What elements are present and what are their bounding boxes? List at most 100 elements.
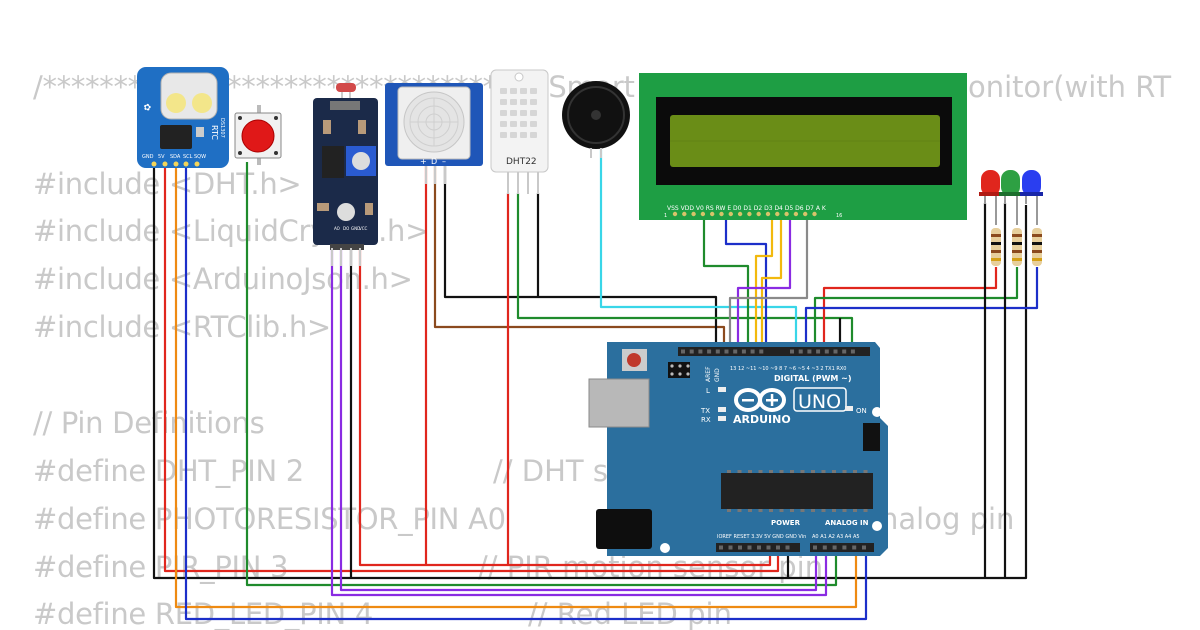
rtc-pin-scl: SCL: [183, 154, 193, 160]
header-pin[interactable]: [862, 545, 866, 550]
buzzer[interactable]: [562, 81, 630, 158]
pir-motion-sensor[interactable]: + D –: [385, 83, 483, 184]
wire-buzzer-signal[interactable]: [599, 150, 798, 345]
header-pin[interactable]: [833, 349, 838, 354]
code-comment-photoresistor: nalog pin: [880, 502, 1015, 536]
arduino-logo: [734, 388, 786, 412]
header-pin[interactable]: [766, 545, 771, 550]
lcd-pin[interactable]: [812, 211, 817, 217]
resistor-blue-led[interactable]: [1032, 228, 1042, 266]
wire-lcd-d7[interactable]: [728, 213, 809, 345]
power-pin-labels: IOREF RESET 3.3V 5V GND GND Vin: [717, 534, 806, 540]
header-pin[interactable]: [741, 349, 746, 354]
photoresistor-module[interactable]: AO DO GND VCC: [313, 83, 378, 266]
wire-green-led[interactable]: [813, 267, 1019, 345]
wire-pir-gnd[interactable]: [443, 166, 718, 345]
header-pin[interactable]: [832, 545, 837, 550]
wire-blue-led[interactable]: [804, 267, 1039, 345]
header-pin[interactable]: [724, 349, 729, 354]
wire-lcd-d6[interactable]: [736, 213, 792, 345]
lcd-display[interactable]: VSS VDD V0 RS RW E D0 D1 D2 D3 D4 D5 D6 …: [639, 73, 967, 220]
wire-ldr-do[interactable]: [330, 248, 828, 597]
header-pin[interactable]: [759, 349, 764, 354]
header-pin[interactable]: [852, 545, 857, 550]
chip-pin: [737, 509, 742, 512]
header-pin[interactable]: [689, 349, 694, 354]
push-button[interactable]: [234, 105, 282, 165]
wire-dht-data[interactable]: [516, 193, 854, 345]
header-pin[interactable]: [790, 349, 794, 354]
header-pin[interactable]: [816, 349, 821, 354]
wire-pir-d[interactable]: [433, 166, 726, 345]
power-label: POWER: [771, 519, 801, 527]
lcd-pin[interactable]: [793, 211, 799, 217]
arduino-uno[interactable]: UNO ARDUINO DIGITAL (PWM ~) ON L TX RX P…: [588, 342, 888, 556]
header-pin[interactable]: [813, 545, 817, 550]
wire-button[interactable]: [245, 162, 838, 587]
lcd-pin[interactable]: [682, 211, 687, 217]
header-pin[interactable]: [733, 349, 738, 354]
header-pin[interactable]: [824, 349, 829, 354]
header-pin[interactable]: [776, 545, 780, 550]
header-pin[interactable]: [807, 349, 812, 354]
header-pin[interactable]: [681, 349, 685, 354]
header-pin[interactable]: [707, 349, 712, 354]
chip-pin: [748, 470, 752, 473]
header-pin[interactable]: [750, 349, 755, 354]
header-pin[interactable]: [698, 349, 703, 354]
chip-pin: [779, 509, 784, 512]
chip-pin: [842, 509, 847, 512]
gnd-label: GND: [714, 368, 721, 382]
lcd-pin[interactable]: [784, 211, 789, 217]
header-pin[interactable]: [757, 545, 761, 550]
dht22-sensor[interactable]: DHT22: [490, 69, 549, 194]
rtc-module[interactable]: ✿ RTC DS1307 GND 5V SDA SCL SQW: [137, 67, 229, 168]
resistor-red-led[interactable]: [991, 228, 1001, 266]
header-pin[interactable]: [822, 545, 827, 550]
lcd-pin[interactable]: [747, 211, 752, 217]
resistor-green-led[interactable]: [1012, 228, 1022, 266]
lcd-pin[interactable]: [672, 211, 678, 217]
led-blue[interactable]: [1020, 170, 1043, 225]
lcd-pin[interactable]: [765, 211, 771, 217]
header-pin[interactable]: [738, 545, 742, 550]
lcd-pin[interactable]: [700, 211, 706, 217]
header-pin[interactable]: [798, 349, 803, 354]
wire-ldr-ao[interactable]: [339, 248, 818, 592]
lcd-pin[interactable]: [728, 211, 733, 217]
wire-lcd-rs[interactable]: [702, 213, 750, 345]
wire-rtc-5v[interactable]: [163, 168, 780, 573]
header-pin[interactable]: [842, 545, 847, 550]
lcd-pin[interactable]: [756, 211, 761, 217]
pir-pin-gnd: –: [442, 157, 446, 166]
header-pin[interactable]: [715, 349, 720, 354]
wire-lcd-d5[interactable]: [760, 213, 783, 345]
lcd-pin[interactable]: [737, 211, 743, 217]
ldr-pin-do: DO: [343, 226, 349, 231]
chip-pin: [853, 509, 857, 512]
header-pin[interactable]: [728, 545, 733, 550]
header-pin[interactable]: [850, 349, 855, 354]
wire-red-led[interactable]: [822, 267, 998, 345]
button-cap[interactable]: [241, 119, 275, 153]
rtc-label: RTC: [210, 125, 219, 140]
wire-rtc-scl[interactable]: [184, 168, 868, 621]
code-line-include-lcd: #include <LiquidCrystal.h>: [33, 214, 430, 248]
wire-lcd-e[interactable]: [724, 213, 768, 345]
header-pin[interactable]: [719, 545, 723, 550]
lcd-pin[interactable]: [803, 211, 808, 217]
header-pin[interactable]: [747, 545, 752, 550]
lcd-pin[interactable]: [691, 211, 696, 217]
header-pin[interactable]: [842, 349, 847, 354]
wire-rtc-sda[interactable]: [174, 168, 858, 609]
lcd-pin[interactable]: [775, 211, 780, 217]
lcd-pin[interactable]: [710, 211, 715, 217]
header-pin[interactable]: [785, 545, 790, 550]
wire-lcd-d4[interactable]: [754, 213, 774, 345]
led-red[interactable]: [979, 170, 1002, 225]
wire-rtc-gnd[interactable]: [152, 168, 1028, 580]
lcd-pin[interactable]: [719, 211, 724, 217]
led-green[interactable]: [999, 170, 1022, 225]
rtc-pin-sda: SDA: [170, 154, 181, 160]
